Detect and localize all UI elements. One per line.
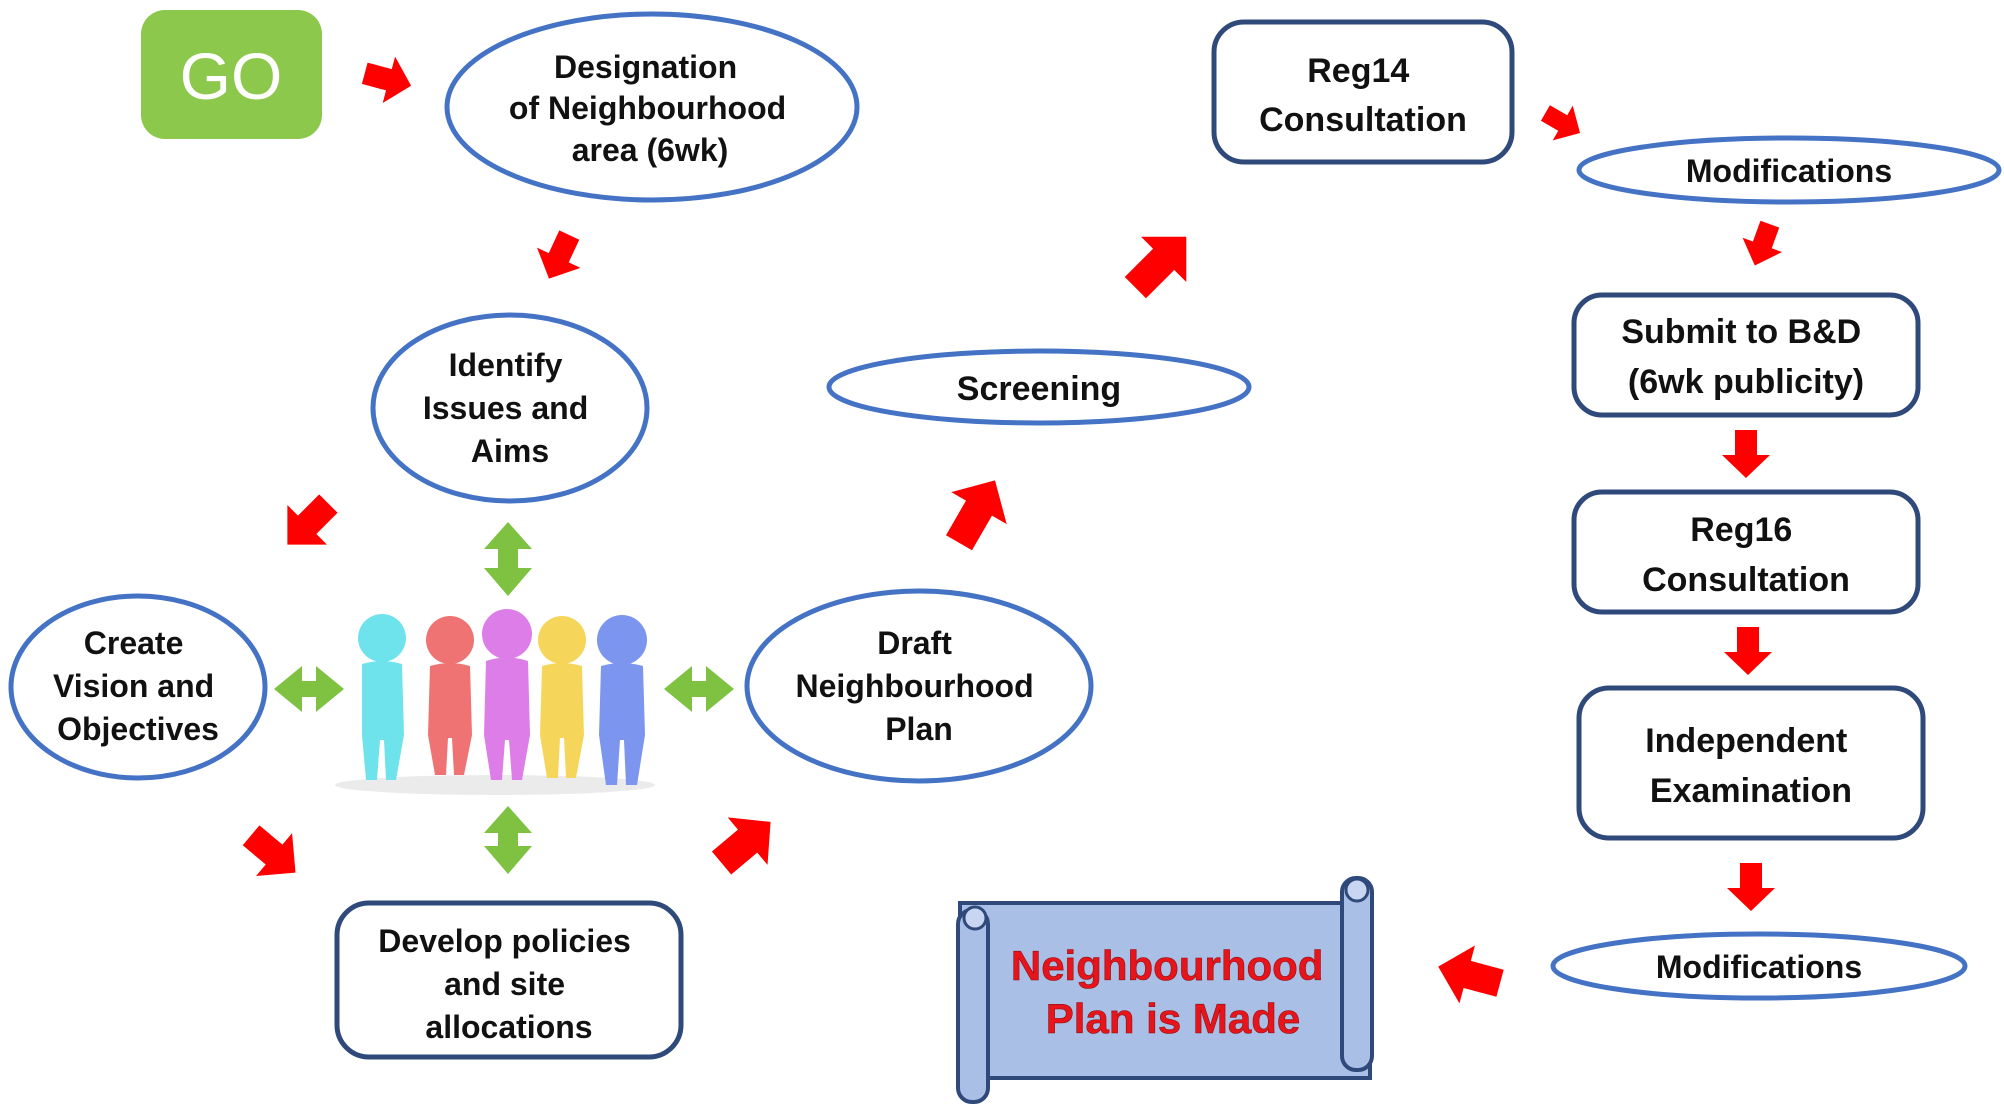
red-arrow-screening-to-reg14 bbox=[1124, 236, 1187, 299]
draft-plan-line-1: Draft bbox=[877, 625, 952, 661]
svg-text:Designation of Neighbour: Designation of Neighbourhood area (6wk) bbox=[509, 49, 795, 168]
svg-text:Submit to B&D (6wk publi: Submit to B&D (6wk publicity) bbox=[1621, 313, 1870, 401]
green-double-arrow-right bbox=[664, 666, 734, 712]
develop-policies-line-2: and site bbox=[444, 966, 565, 1002]
person-figure-violet bbox=[482, 609, 532, 780]
screening-node: Screening bbox=[826, 348, 1252, 426]
reg14-line-2: Consultation bbox=[1259, 101, 1467, 139]
community-people-illustration bbox=[335, 609, 655, 795]
person-figure-red bbox=[426, 616, 474, 775]
reg14-line-1: Reg14 bbox=[1307, 52, 1409, 90]
green-double-arrow-left bbox=[274, 666, 344, 712]
red-arrow-independent-to-modifications bbox=[1727, 863, 1775, 911]
modifications-2-label: Modifications bbox=[1656, 949, 1862, 985]
person-figure-cyan bbox=[358, 614, 406, 780]
red-arrow-modifications-to-submit bbox=[1742, 220, 1783, 266]
svg-text:Independent Examination: Independent Examination bbox=[1645, 722, 1857, 810]
red-arrow-designation-to-identify bbox=[536, 230, 581, 279]
identify-line-1: Identify bbox=[449, 347, 563, 383]
person-figure-yellow bbox=[538, 616, 586, 778]
reg16-consultation-node: Reg16 Consultation bbox=[1571, 489, 1921, 615]
svg-text:Reg14 Consultation: Reg14 Consultation bbox=[1259, 52, 1467, 139]
person-figure-blue bbox=[597, 615, 647, 785]
create-vision-line-1: Create bbox=[84, 625, 184, 661]
reg16-line-1: Reg16 bbox=[1690, 511, 1792, 549]
red-arrow-submit-to-reg16 bbox=[1722, 430, 1770, 478]
independent-line-1: Independent bbox=[1645, 722, 1847, 760]
draft-plan-node: Draft Neighbourhood Plan bbox=[744, 588, 1094, 784]
red-arrow-identify-to-vision bbox=[287, 494, 338, 545]
submit-line-1: Submit to B&D bbox=[1621, 313, 1861, 351]
draft-plan-line-2: Neighbourhood bbox=[795, 668, 1033, 704]
red-arrow-reg16-to-independent bbox=[1724, 627, 1772, 675]
create-vision-line-3: Objectives bbox=[57, 711, 219, 747]
identify-line-2: Issues and bbox=[423, 390, 588, 426]
designation-node: Designation of Neighbourhood area (6wk) bbox=[444, 11, 860, 203]
independent-line-2: Examination bbox=[1650, 772, 1852, 810]
designation-line-3: area (6wk) bbox=[572, 132, 729, 168]
modifications-node-1: Modifications bbox=[1576, 135, 2002, 205]
plan-made-scroll: Neighbourhood Plan is Made bbox=[956, 876, 1374, 1104]
svg-text:Identify Issues and: Identify Issues and Aims bbox=[423, 347, 597, 469]
submit-node: Submit to B&D (6wk publicity) bbox=[1571, 292, 1921, 418]
svg-text:Draft Neighbourhood: Draft Neighbourhood Plan bbox=[795, 625, 1042, 747]
screening-label: Screening bbox=[957, 370, 1121, 408]
svg-text:Create Vision and: Create Vision and Objectives bbox=[53, 625, 223, 747]
red-arrow-vision-to-policies bbox=[242, 825, 296, 877]
modifications-1-label: Modifications bbox=[1686, 153, 1892, 189]
red-arrow-modifications-to-made bbox=[1438, 945, 1504, 1004]
develop-policies-line-3: allocations bbox=[425, 1009, 592, 1045]
designation-line-1: Designation bbox=[554, 49, 737, 85]
create-vision-line-2: Vision and bbox=[53, 668, 214, 704]
reg14-consultation-node: Reg14 Consultation bbox=[1211, 19, 1515, 165]
plan-made-line-2: Plan is Made bbox=[1046, 995, 1300, 1042]
create-vision-node: Create Vision and Objectives bbox=[8, 593, 268, 781]
designation-line-2: of Neighbourhood bbox=[509, 90, 786, 126]
reg16-line-2: Consultation bbox=[1642, 561, 1850, 599]
identify-line-3: Aims bbox=[471, 433, 549, 469]
red-arrow-policies-to-draft bbox=[711, 817, 771, 875]
submit-line-2: (6wk publicity) bbox=[1628, 363, 1864, 401]
develop-policies-line-1: Develop policies bbox=[378, 923, 631, 959]
identify-issues-node: Identify Issues and Aims bbox=[370, 312, 650, 504]
green-double-arrow-up bbox=[484, 522, 532, 596]
svg-text:Develop policies and sit: Develop policies and site allocations bbox=[378, 923, 639, 1045]
svg-text:Reg16 Consultation: Reg16 Consultation bbox=[1642, 511, 1850, 599]
independent-examination-node: Independent Examination bbox=[1576, 685, 1926, 841]
svg-text:Modifications: Modifications bbox=[1656, 949, 1862, 985]
svg-text:Modifications: Modifications bbox=[1686, 153, 1892, 189]
go-label: GO bbox=[180, 39, 283, 113]
svg-text:Screening: Screening bbox=[957, 370, 1121, 408]
red-arrow-draft-to-screening bbox=[946, 480, 1007, 551]
draft-plan-line-3: Plan bbox=[885, 711, 953, 747]
go-button[interactable]: GO bbox=[141, 10, 322, 139]
green-double-arrow-down bbox=[484, 806, 532, 874]
modifications-node-2: Modifications bbox=[1550, 931, 1968, 1001]
red-arrow-reg14-to-modifications bbox=[1540, 105, 1581, 141]
red-arrow-go-to-designation bbox=[361, 56, 412, 103]
develop-policies-node: Develop policies and site allocations bbox=[334, 900, 684, 1060]
svg-text:Neighbourhood Plan is Ma: Neighbourhood Plan is Made bbox=[1011, 942, 1335, 1042]
plan-made-line-1: Neighbourhood bbox=[1011, 942, 1324, 989]
